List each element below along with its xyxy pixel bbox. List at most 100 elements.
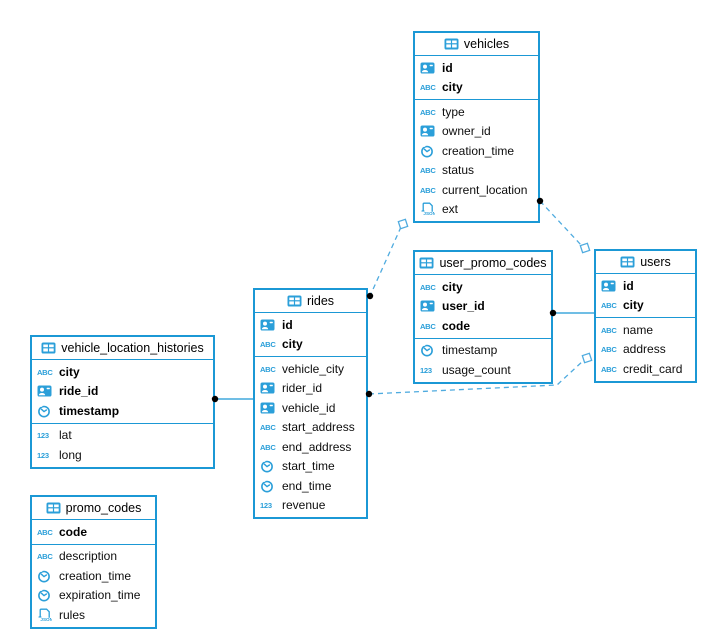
field-row-vehicle_id[interactable]: vehicle_id [255, 398, 366, 418]
svg-text:JSON: JSON [423, 211, 435, 216]
table-header-promo_codes[interactable]: promo_codes [32, 497, 155, 520]
field-row-ride_id[interactable]: ride_id [32, 382, 213, 402]
svg-text:ABC: ABC [420, 83, 436, 92]
field-name: credit_card [623, 361, 683, 376]
table-header-user_promo_codes[interactable]: user_promo_codes [415, 252, 551, 275]
field-name: id [442, 60, 453, 75]
field-row-creation_time[interactable]: creation_time [32, 566, 155, 586]
field-row-usage_count[interactable]: 123 usage_count [415, 360, 551, 380]
field-name: type [442, 104, 465, 119]
field-name: vehicle_city [282, 361, 345, 376]
abc-text-field-icon: ABC [260, 364, 278, 374]
field-name: rider_id [282, 381, 323, 396]
field-name: city [59, 364, 80, 379]
clock-time-field-icon [260, 459, 278, 473]
table-header-users[interactable]: users [596, 251, 695, 274]
field-row-expiration_time[interactable]: expiration_time [32, 586, 155, 606]
field-name: ext [442, 202, 459, 217]
field-name: creation_time [59, 568, 132, 583]
svg-text:ABC: ABC [37, 528, 53, 537]
abc-text-field-icon: ABC [37, 367, 55, 377]
abc-text-field-icon: ABC [420, 321, 438, 331]
field-row-id[interactable]: id [415, 58, 538, 78]
field-row-timestamp[interactable]: timestamp [415, 341, 551, 361]
field-name: id [282, 317, 293, 332]
field-row-user_id[interactable]: user_id [415, 297, 551, 317]
svg-text:ABC: ABC [601, 345, 617, 354]
field-row-code[interactable]: ABC code [415, 316, 551, 336]
svg-text:ABC: ABC [420, 186, 436, 195]
field-row-lat[interactable]: 123 lat [32, 426, 213, 446]
field-row-end_time[interactable]: end_time [255, 476, 366, 496]
field-row-timestamp[interactable]: timestamp [32, 401, 213, 421]
svg-text:ABC: ABC [601, 365, 617, 374]
field-name: lat [59, 428, 72, 443]
person-id-field-icon [420, 62, 438, 74]
abc-text-field-icon: ABC [37, 527, 55, 537]
field-row-rider_id[interactable]: rider_id [255, 379, 366, 399]
table-title: vehicles [463, 37, 510, 51]
table-header-vehicle_location_histories[interactable]: vehicle_location_histories [32, 337, 213, 360]
field-row-id[interactable]: id [596, 276, 695, 296]
relationship-endpoint-square [397, 218, 409, 230]
table-title: vehicle_location_histories [61, 341, 204, 355]
123-numeric-field-icon: 123 [420, 365, 438, 375]
clock-time-field-icon [260, 479, 278, 493]
relationship-vehicles-to-users[interactable] [539, 200, 583, 247]
field-row-credit_card[interactable]: ABC credit_card [596, 359, 695, 379]
field-name: code [442, 318, 471, 333]
primary-key-section: ABC city ride_id timestamp [32, 360, 213, 423]
field-name: end_time [282, 478, 332, 493]
field-name: end_address [282, 439, 352, 454]
relationship-vehicles-to-rides[interactable] [369, 226, 402, 297]
field-row-vehicle_city[interactable]: ABC vehicle_city [255, 359, 366, 379]
svg-text:123: 123 [260, 501, 272, 510]
relationship-endpoint-square [579, 242, 591, 254]
table-header-vehicles[interactable]: vehicles [415, 33, 538, 56]
field-name: id [623, 278, 634, 293]
person-id-field-icon [260, 319, 278, 331]
field-name: long [59, 447, 82, 462]
svg-text:123: 123 [37, 431, 49, 440]
field-row-city[interactable]: ABC city [32, 362, 213, 382]
field-name: usage_count [442, 362, 511, 377]
field-name: creation_time [442, 143, 515, 158]
table-header-rides[interactable]: rides [255, 290, 366, 313]
table-title: users [640, 255, 671, 269]
field-row-id[interactable]: id [255, 315, 366, 335]
svg-text:ABC: ABC [37, 368, 53, 377]
relationship-rides-to-users[interactable] [368, 359, 585, 395]
field-row-start_time[interactable]: start_time [255, 457, 366, 477]
field-row-creation_time[interactable]: creation_time [415, 141, 538, 161]
field-name: ride_id [59, 384, 99, 399]
field-row-ext[interactable]: JSON ext [415, 200, 538, 220]
relationship-endpoint-square [581, 352, 593, 364]
columns-section: timestamp 123 usage_count [415, 339, 551, 382]
field-row-owner_id[interactable]: owner_id [415, 122, 538, 142]
